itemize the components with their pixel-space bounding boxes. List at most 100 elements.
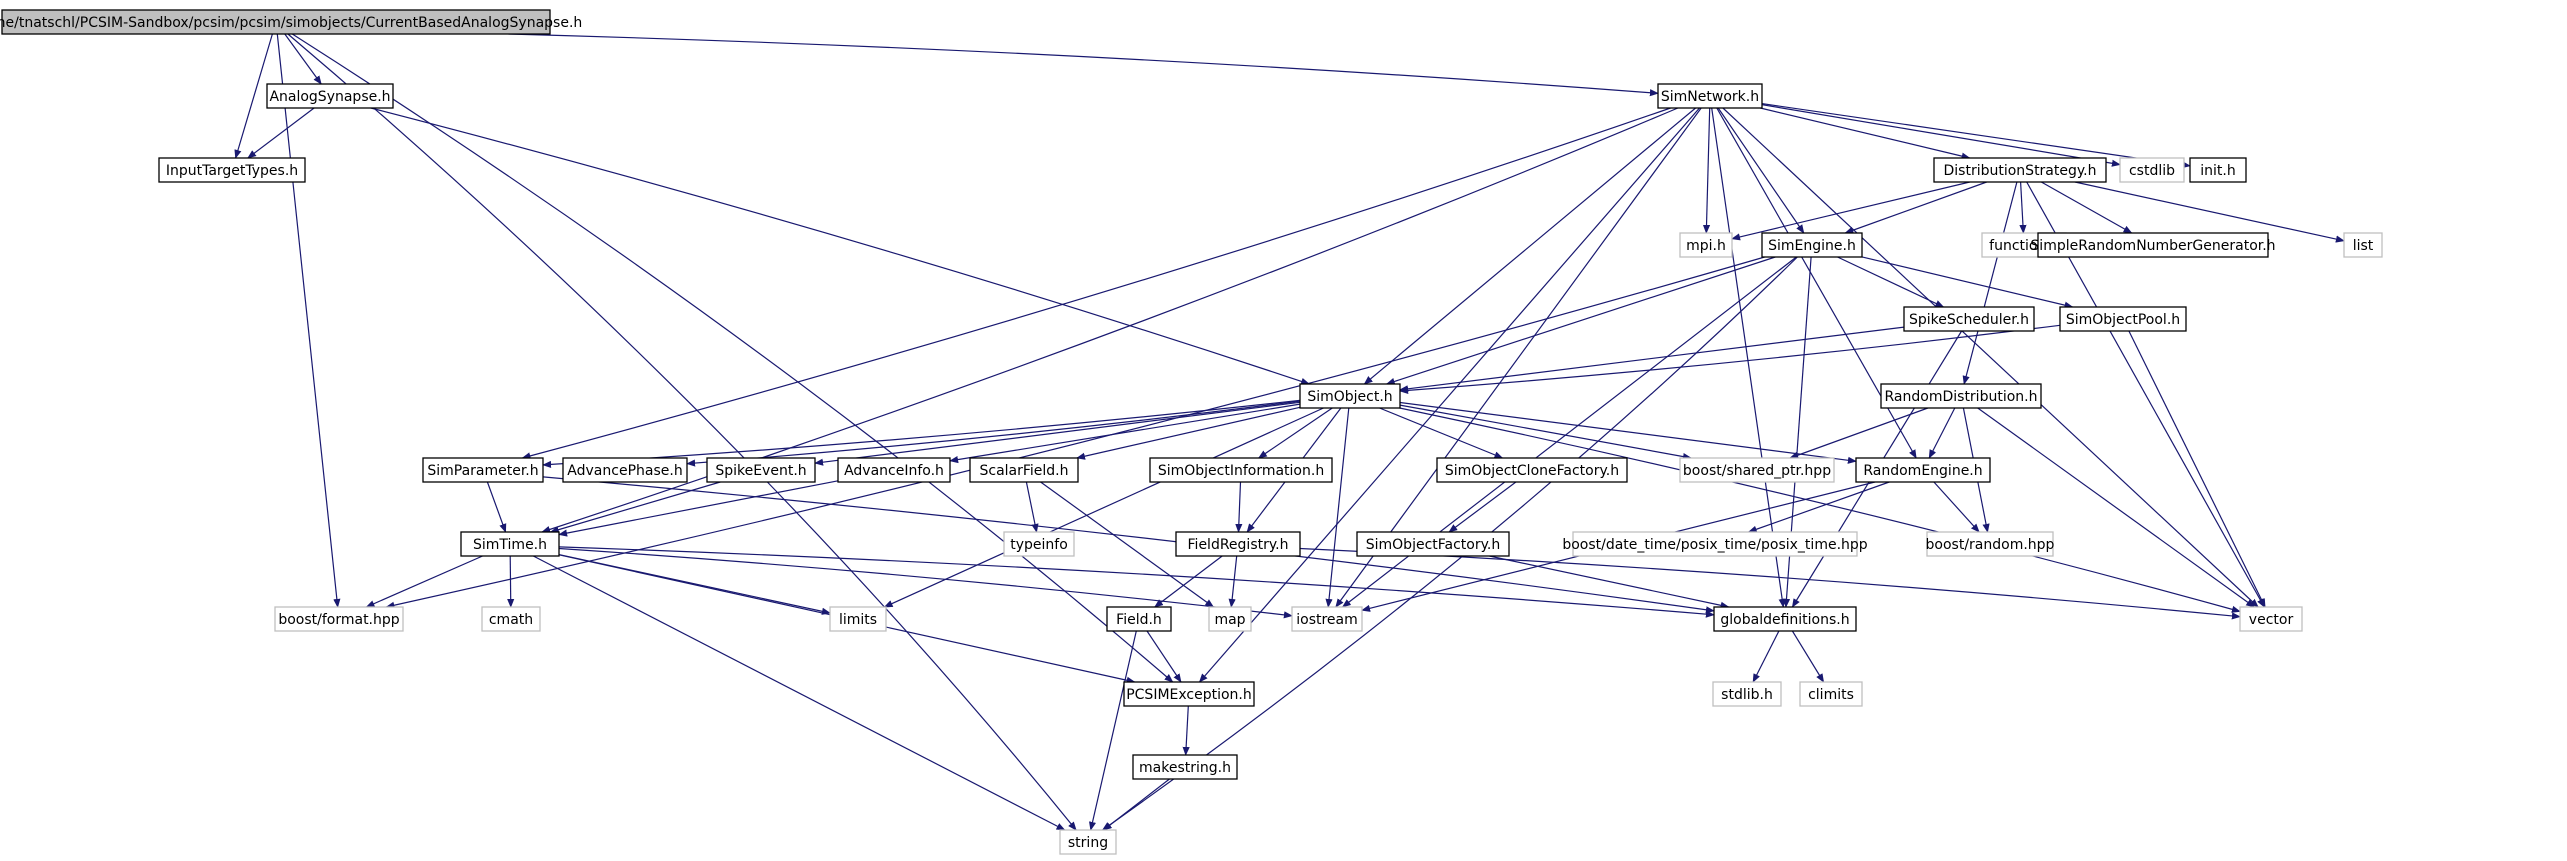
edge-pcsimexception-to-makestring <box>1182 705 1190 756</box>
edges-layer <box>234 33 2345 831</box>
node-limits[interactable]: limits <box>829 606 887 632</box>
node-box <box>1436 457 1628 483</box>
edge-scalarfield-to-typeinfo <box>1025 481 1039 533</box>
node-label: mpi.h <box>1686 238 1726 254</box>
node-cstdlib[interactable]: cstdlib <box>2119 157 2185 183</box>
node-simplerandom[interactable]: SimpleRandomNumberGenerator.h <box>2030 232 2276 258</box>
edge-simobjectpool-to-vector <box>2128 330 2266 608</box>
node-simobjectpool[interactable]: SimObjectPool.h <box>2059 306 2187 332</box>
node-iostream[interactable]: iostream <box>1291 606 1363 632</box>
node-label: DistributionStrategy.h <box>1944 163 2097 179</box>
node-label: makestring.h <box>1139 760 1231 776</box>
node-simobjectclonefactory[interactable]: SimObjectCloneFactory.h <box>1436 457 1628 483</box>
node-box <box>2037 232 2269 258</box>
node-label: boost/format.hpp <box>278 612 399 628</box>
edge-spikeevent-to-simtime <box>549 481 721 534</box>
node-fieldregistry[interactable]: FieldRegistry.h <box>1175 531 1301 557</box>
node-string[interactable]: string <box>1059 829 1117 855</box>
node-typeinfo[interactable]: typeinfo <box>1003 531 1075 557</box>
node-globaldefinitions[interactable]: globaldefinitions.h <box>1713 606 1857 632</box>
node-spikescheduler[interactable]: SpikeScheduler.h <box>1903 306 2035 332</box>
edge-simnetwork-to-init <box>1761 103 2191 169</box>
node-list[interactable]: list <box>2343 232 2383 258</box>
node-analogsynapse[interactable]: AnalogSynapse.h <box>266 83 394 109</box>
node-randomengine[interactable]: RandomEngine.h <box>1855 457 1991 483</box>
node-label: typeinfo <box>1010 537 1068 553</box>
edge-simobject-to-vector <box>1399 407 2241 613</box>
node-box <box>2343 232 2383 258</box>
node-simobject[interactable]: SimObject.h <box>1299 383 1401 409</box>
node-label: SimTime.h <box>473 537 547 553</box>
edge-simnetwork-to-mpi <box>1702 107 1711 234</box>
edge-simobject-to-simobjectinformation <box>1257 407 1333 459</box>
node-randomdistribution[interactable]: RandomDistribution.h <box>1880 383 2042 409</box>
node-label: map <box>1214 612 1245 628</box>
node-box <box>1712 681 1782 707</box>
node-pcsimexception[interactable]: PCSIMException.h <box>1123 681 1255 707</box>
edge-simtime-to-string <box>533 555 1066 831</box>
edge-simengine-to-boostformat <box>385 256 1765 609</box>
node-boostformat[interactable]: boost/format.hpp <box>274 606 404 632</box>
edge-randomengine-to-posixtime <box>1747 481 1890 533</box>
node-advancephase[interactable]: AdvancePhase.h <box>562 457 688 483</box>
node-box <box>422 457 544 483</box>
edge-fieldregistry-to-field <box>1154 555 1223 608</box>
node-box <box>460 531 560 557</box>
node-box <box>481 606 541 632</box>
node-label: PCSIMException.h <box>1126 687 1252 703</box>
edge-advanceinfo-to-simtime <box>558 480 839 537</box>
node-box <box>1933 157 2107 183</box>
node-distributionstrategy[interactable]: DistributionStrategy.h <box>1933 157 2107 183</box>
node-simengine[interactable]: SimEngine.h <box>1761 232 1863 258</box>
node-boostrandom[interactable]: boost/random.hpp <box>1926 531 2055 557</box>
node-label: RandomDistribution.h <box>1885 389 2038 405</box>
node-simtime[interactable]: SimTime.h <box>460 531 560 557</box>
edge-simobject-to-advanceinfo <box>949 403 1301 464</box>
node-vector[interactable]: vector <box>2239 606 2303 632</box>
node-box <box>1291 606 1363 632</box>
node-label: cstdlib <box>2129 163 2175 179</box>
node-climits[interactable]: climits <box>1799 681 1863 707</box>
node-cmath[interactable]: cmath <box>481 606 541 632</box>
edge-distributionstrategy-to-randomdistribution <box>1962 181 2018 385</box>
node-box <box>1855 457 1991 483</box>
edge-simengine-to-globaldefinitions <box>1782 256 1812 608</box>
node-simobjectfactory[interactable]: SimObjectFactory.h <box>1356 531 1510 557</box>
edge-simtime-to-globaldefinitions <box>558 546 1715 618</box>
node-label: limits <box>839 612 877 628</box>
node-stdlib[interactable]: stdlib.h <box>1712 681 1782 707</box>
node-init[interactable]: init.h <box>2189 157 2247 183</box>
node-label: string <box>1068 835 1108 851</box>
node-label: init.h <box>2200 163 2235 179</box>
node-box <box>2239 606 2303 632</box>
node-advanceinfo[interactable]: AdvanceInfo.h <box>837 457 951 483</box>
node-label: AdvancePhase.h <box>567 463 682 479</box>
node-simparameter[interactable]: SimParameter.h <box>422 457 544 483</box>
node-label: boost/date_time/posix_time/posix_time.hp… <box>1562 537 1867 553</box>
node-posixtime[interactable]: boost/date_time/posix_time/posix_time.hp… <box>1562 531 1868 557</box>
node-simobjectinformation[interactable]: SimObjectInformation.h <box>1149 457 1333 483</box>
edge-simengine-to-spikescheduler <box>1837 256 1945 308</box>
node-label: SimNetwork.h <box>1661 89 1759 105</box>
node-label: SimParameter.h <box>427 463 538 479</box>
node-scalarfield[interactable]: ScalarField.h <box>969 457 1079 483</box>
node-box <box>562 457 688 483</box>
node-root[interactable]: /home/tnatschl/PCSIM-Sandbox/pcsim/pcsim… <box>0 9 582 35</box>
node-spikeevent[interactable]: SpikeEvent.h <box>706 457 816 483</box>
node-label: vector <box>2249 612 2294 628</box>
node-label: boost/shared_ptr.hpp <box>1683 463 1831 479</box>
node-simnetwork[interactable]: SimNetwork.h <box>1657 83 1763 109</box>
node-box <box>1880 383 2042 409</box>
node-box <box>1208 606 1252 632</box>
node-map[interactable]: map <box>1208 606 1252 632</box>
node-box <box>1149 457 1333 483</box>
node-mpi[interactable]: mpi.h <box>1679 232 1733 258</box>
node-sharedptr[interactable]: boost/shared_ptr.hpp <box>1679 457 1835 483</box>
node-box <box>969 457 1079 483</box>
node-inputtargettypes[interactable]: InputTargetTypes.h <box>158 157 306 183</box>
node-field[interactable]: Field.h <box>1106 606 1172 632</box>
edge-root-to-inputtargettypes <box>234 33 273 159</box>
node-box <box>1761 232 1863 258</box>
node-makestring[interactable]: makestring.h <box>1132 754 1238 780</box>
